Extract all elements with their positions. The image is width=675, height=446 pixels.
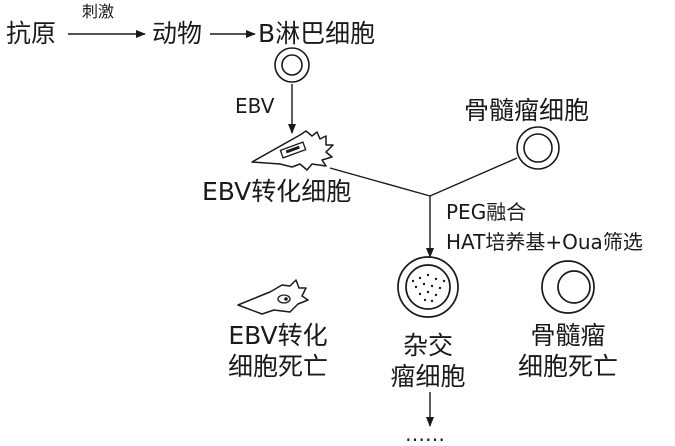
ebv-transformed-cell-icon (251, 130, 334, 171)
continuation-dots: …… (405, 422, 445, 446)
hybridoma-label-line2: 瘤细胞 (390, 362, 466, 392)
ebv-dead-label: EBV转化 细胞死亡 (218, 320, 338, 383)
hybridoma-cell-icon (397, 256, 459, 318)
myeloma-dead-label-line1: 骨髓瘤 (530, 321, 606, 350)
ebv-transformed-cell-label: EBV转化细胞 (202, 177, 352, 206)
myeloma-dead-cell-icon (541, 260, 595, 314)
b-cell-icon (274, 47, 310, 83)
b-cell-label: B淋巴细胞 (258, 19, 376, 48)
ebv-label: EBV (235, 94, 275, 118)
merge-line-right (429, 157, 518, 197)
hybridoma-label: 杂交 瘤细胞 (378, 330, 478, 393)
ebv-dead-label-line1: EBV转化 (228, 321, 328, 350)
myeloma-cell-icon (516, 126, 560, 170)
animal-label: 动物 (152, 19, 203, 48)
hybridoma-label-line1: 杂交 (402, 331, 453, 360)
stimulate-label: 刺激 (82, 2, 115, 21)
antigen-label: 抗原 (6, 19, 57, 48)
ebv-dead-label-line2: 细胞死亡 (227, 352, 328, 382)
myeloma-dead-label-line2: 细胞死亡 (517, 352, 618, 382)
myeloma-cell-label: 骨髓瘤细胞 (464, 96, 590, 125)
peg-fusion-label: PEG融合 (446, 200, 527, 224)
ebv-dead-cell-icon (237, 279, 309, 315)
merge-line-left (329, 167, 431, 197)
myeloma-dead-label: 骨髓瘤 细胞死亡 (508, 320, 628, 383)
hat-selection-label: HAT培养基+Oua筛选 (446, 230, 643, 254)
